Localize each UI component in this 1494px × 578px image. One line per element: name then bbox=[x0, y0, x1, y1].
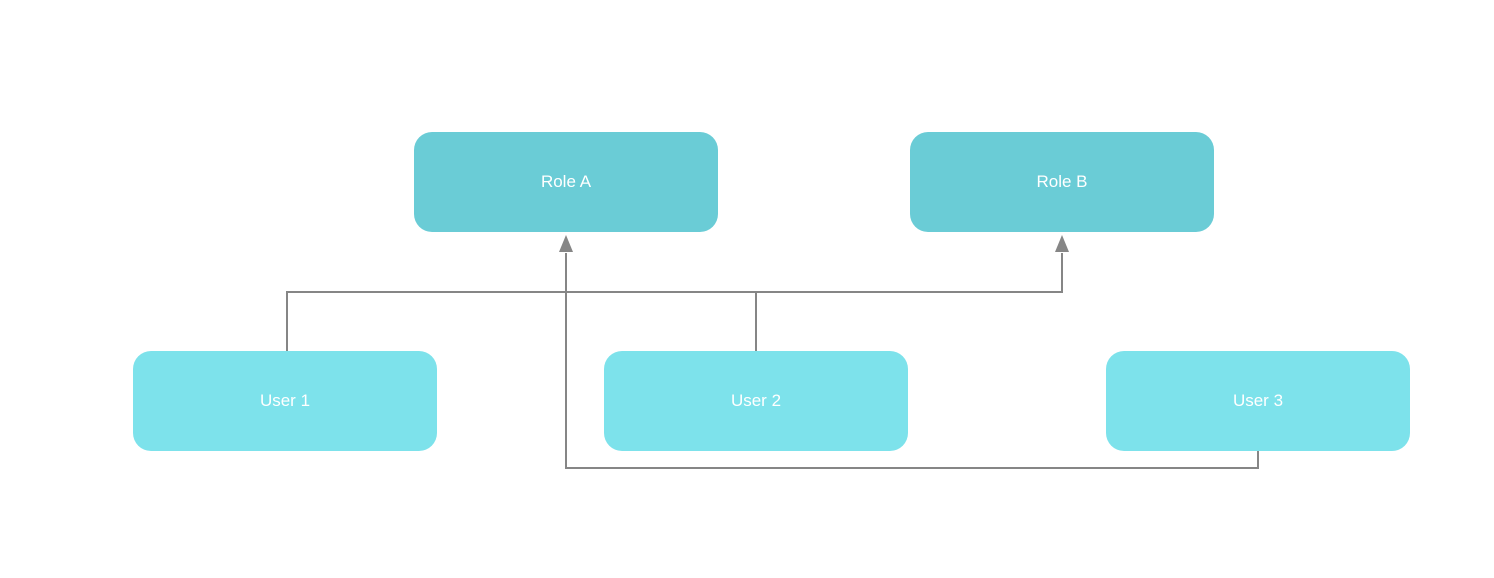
node-user-1: User 1 bbox=[133, 351, 437, 451]
edge-user1-to-roleb bbox=[286, 253, 1063, 351]
arrowhead-role-b bbox=[1055, 235, 1069, 252]
edge-user3-to-rolea bbox=[565, 253, 1259, 469]
node-user-3: User 3 bbox=[1106, 351, 1410, 451]
node-role-b: Role B bbox=[910, 132, 1214, 232]
node-role-a: Role A bbox=[414, 132, 718, 232]
node-user-2: User 2 bbox=[604, 351, 908, 451]
node-user-1-label: User 1 bbox=[259, 390, 311, 410]
node-user-3-label: User 3 bbox=[1232, 390, 1284, 410]
node-user-2-label: User 2 bbox=[730, 390, 782, 410]
arrowhead-role-a bbox=[559, 235, 573, 252]
node-role-a-label: Role A bbox=[540, 171, 592, 191]
node-role-b-label: Role B bbox=[1036, 171, 1088, 191]
